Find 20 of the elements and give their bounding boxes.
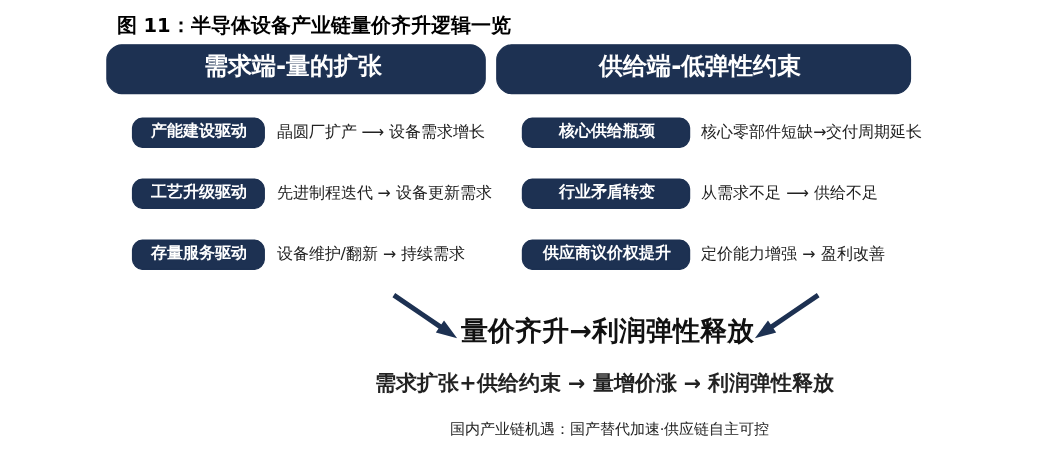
node-box: 核心供给瓶颈: [521, 117, 691, 148]
node-box: 存量服务驱动: [131, 239, 265, 270]
node-box: 供应商议价权提升: [521, 239, 691, 270]
node-label: 先进制程迭代 → 设备更新需求: [276, 182, 492, 202]
node-label: 晶圆厂扩产 ⟶ 设备需求增长: [276, 121, 486, 141]
node-box: 需求端-量的扩张: [106, 44, 486, 95]
label: 国内产业链机遇：国产替代加速·供应链自主可控: [449, 420, 770, 438]
node-label: 从需求不足 ⟶ 供给不足: [701, 182, 879, 202]
node-text: 量价齐升→利润弹性释放: [461, 314, 754, 346]
label: 需求扩张+供给约束 → 量增价涨 → 利润弹性释放: [375, 371, 835, 396]
diagram-title: 图 11：半导体设备产业链量价齐升逻辑一览: [116, 14, 511, 38]
arrow: [392, 293, 458, 339]
node-box: 产能建设驱动: [131, 117, 265, 148]
node-box: 工艺升级驱动: [131, 178, 265, 209]
node-label: 核心零部件短缺→交付周期延长: [701, 121, 923, 141]
node-label: 定价能力增强 → 盈利改善: [701, 243, 885, 263]
node-box: 供给端-低弹性约束: [496, 44, 912, 95]
arrow: [754, 293, 820, 339]
node-box: 行业矛盾转变: [521, 178, 691, 209]
node-label: 设备维护/翻新 → 持续需求: [276, 243, 466, 263]
